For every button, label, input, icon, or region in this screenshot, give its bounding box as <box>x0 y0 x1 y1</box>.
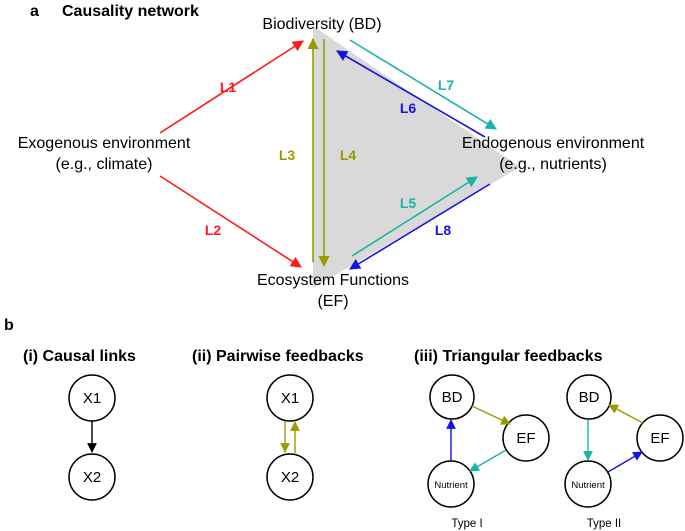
link-label-l4: L4 <box>340 147 357 163</box>
type2-arrow-nutrient-to-ef <box>607 451 643 473</box>
type2-node-bd <box>566 374 612 420</box>
link-label-l2: L2 <box>205 222 222 238</box>
type2-node-nutrient-label: Nutrient <box>571 480 605 491</box>
pairwise-feedbacks-title: (ii) Pairwise feedbacks <box>192 348 364 365</box>
link-label-l6: L6 <box>400 100 417 116</box>
causal-node-x1-label: X1 <box>83 390 101 407</box>
arrow-l2 <box>159 175 302 268</box>
link-label-l3: L3 <box>279 147 296 163</box>
type1-node-ef-label: EF <box>516 430 535 447</box>
arrow-l1 <box>159 40 304 134</box>
type1-node-bd-label: BD <box>442 389 463 406</box>
node-endogenous-line1: Endogenous environment <box>462 135 645 152</box>
arrow-l7 <box>349 39 497 130</box>
link-label-l8: L8 <box>435 222 452 238</box>
type2-arrow-ef-to-bd <box>608 404 644 424</box>
node-biodiversity: Biodiversity (BD) <box>262 16 381 33</box>
arrow-l8 <box>349 183 491 270</box>
type2-node-ef-label: EF <box>650 430 669 447</box>
type1-node-bd <box>429 374 475 420</box>
link-label-l1: L1 <box>220 79 237 95</box>
arrow-l6 <box>336 50 486 138</box>
causality-triangle <box>313 26 520 288</box>
pairwise-node-x1 <box>266 374 314 422</box>
triangular-feedbacks-title: (iii) Triangular feedbacks <box>414 348 603 365</box>
node-endogenous-line2: (e.g., nutrients) <box>499 156 607 173</box>
type2-node-nutrient <box>564 460 612 508</box>
node-ecosystem-functions-line1: Ecosystem Functions <box>257 272 409 289</box>
type1-arrow-bd-to-ef <box>471 405 511 425</box>
arrow-l5 <box>351 176 478 257</box>
panel-a-title: Causality network <box>62 3 199 20</box>
causal-node-x2-label: X2 <box>83 469 101 486</box>
panel-a-letter: a <box>30 3 39 20</box>
pairwise-node-x2-label: X2 <box>281 469 299 486</box>
causal-links-title: (i) Causal links <box>23 348 136 365</box>
pairwise-node-x1-label: X1 <box>281 390 299 407</box>
node-exogenous-line2: (e.g., climate) <box>56 156 153 173</box>
type1-node-ef <box>502 414 550 462</box>
pairwise-node-x2 <box>266 453 314 501</box>
type2-node-ef <box>636 414 684 462</box>
type1-arrow-ef-to-nutrient <box>469 449 507 472</box>
type2-label: Type II <box>587 518 622 530</box>
type1-node-nutrient-label: Nutrient <box>434 480 468 491</box>
node-exogenous-line1: Exogenous environment <box>18 135 191 152</box>
link-label-l5: L5 <box>400 195 417 211</box>
type1-label: Type I <box>451 518 482 530</box>
link-label-l7: L7 <box>438 77 455 93</box>
panel-b-letter: b <box>4 317 14 334</box>
node-ecosystem-functions-line2: (EF) <box>317 293 348 310</box>
causal-node-x2 <box>68 453 116 501</box>
type2-node-bd-label: BD <box>579 389 600 406</box>
